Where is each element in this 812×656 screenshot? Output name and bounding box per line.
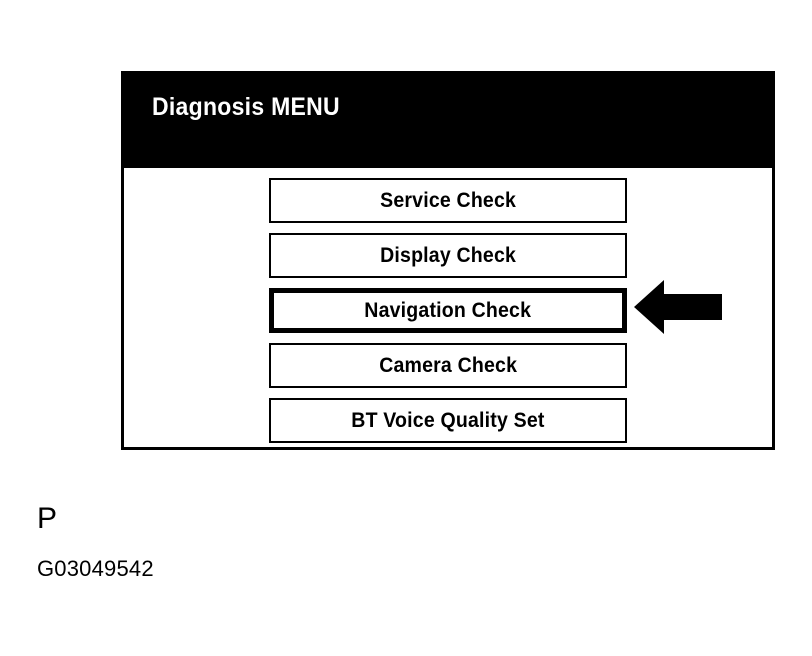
diagnosis-screen-panel: Diagnosis MENU Service Check Display Che… <box>121 71 775 450</box>
figure-code: G03049542 <box>37 556 154 581</box>
menu-item-label: Display Check <box>380 244 516 267</box>
menu-item-display-check[interactable]: Display Check <box>269 233 627 278</box>
arrow-left-icon <box>634 278 722 336</box>
menu-item-bt-voice-quality-set[interactable]: BT Voice Quality Set <box>269 398 627 443</box>
panel-header: Diagnosis MENU <box>124 74 772 168</box>
menu-item-label: Camera Check <box>379 354 517 377</box>
menu-item-camera-check[interactable]: Camera Check <box>269 343 627 388</box>
caption-letter: P <box>37 502 58 535</box>
page-title: Diagnosis MENU <box>152 93 340 121</box>
menu-item-service-check[interactable]: Service Check <box>269 178 627 223</box>
menu-item-label: Navigation Check <box>364 299 532 322</box>
menu-item-label: BT Voice Quality Set <box>351 409 545 432</box>
menu-list: Service Check Display Check Navigation C… <box>124 168 772 447</box>
menu-item-navigation-check[interactable]: Navigation Check <box>269 288 627 333</box>
menu-item-label: Service Check <box>380 189 516 212</box>
